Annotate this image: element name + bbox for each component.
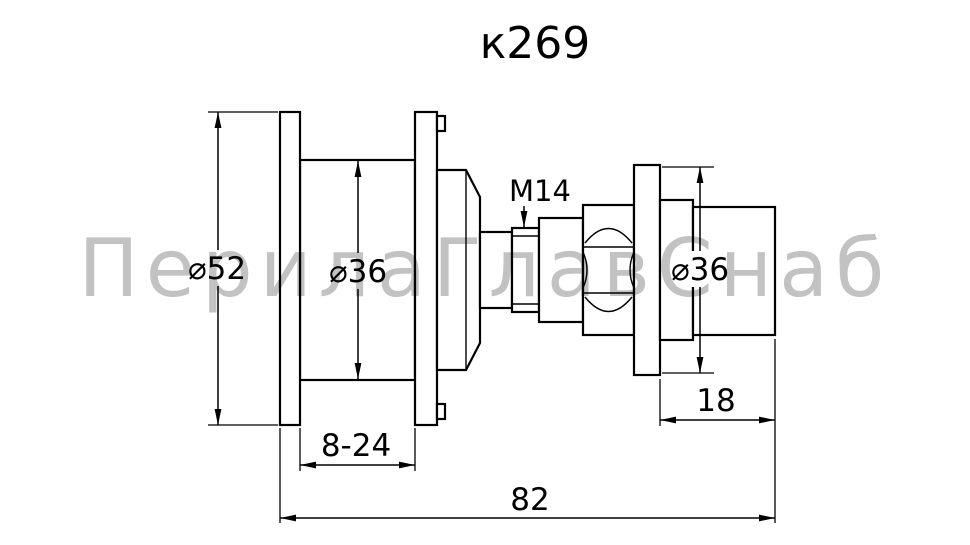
flange-diameter-label: ⌀52: [188, 251, 246, 287]
hex-chamfer-arc-right: [629, 251, 635, 289]
washer-diameter-label: ⌀36: [671, 252, 729, 288]
hex-chamfer-arc-top: [584, 227, 633, 244]
label-backdrop: [670, 251, 731, 287]
dim-thread: M14: [509, 174, 571, 227]
collar: [537, 216, 585, 324]
neck-shaft: [478, 230, 514, 310]
overall-length-label: 82: [510, 482, 549, 518]
drawing-title: к269: [480, 18, 591, 69]
watermark: ПерилаГлавСнаб: [79, 222, 892, 315]
dim-cylinder-diameter: ⌀36: [328, 161, 389, 379]
label-backdrop: [328, 253, 389, 289]
cylinder-diameter-label: ⌀36: [329, 254, 387, 290]
plate-rib-bottom: [435, 402, 447, 421]
hex-chamfer-arc-left: [582, 251, 588, 289]
label-backdrop: [187, 250, 248, 286]
end-length-label: 18: [696, 383, 735, 419]
clamp-range-label: 8-24: [321, 428, 391, 464]
left-flange-plate: [278, 110, 302, 427]
dim-end-length: 18: [659, 339, 776, 523]
dim-overall-length: 82: [279, 428, 775, 523]
thread-label: M14: [509, 174, 571, 208]
wall-washer: [632, 163, 662, 377]
dim-flange-diameter: ⌀52: [187, 111, 278, 426]
hex-chamfer-arc-bottom: [584, 296, 633, 313]
hex-nut: [581, 203, 636, 337]
dim-clamp-range: 8-24: [299, 428, 416, 471]
dim-washer-diameter: ⌀36: [662, 166, 731, 374]
plate-rib-top: [435, 114, 447, 133]
